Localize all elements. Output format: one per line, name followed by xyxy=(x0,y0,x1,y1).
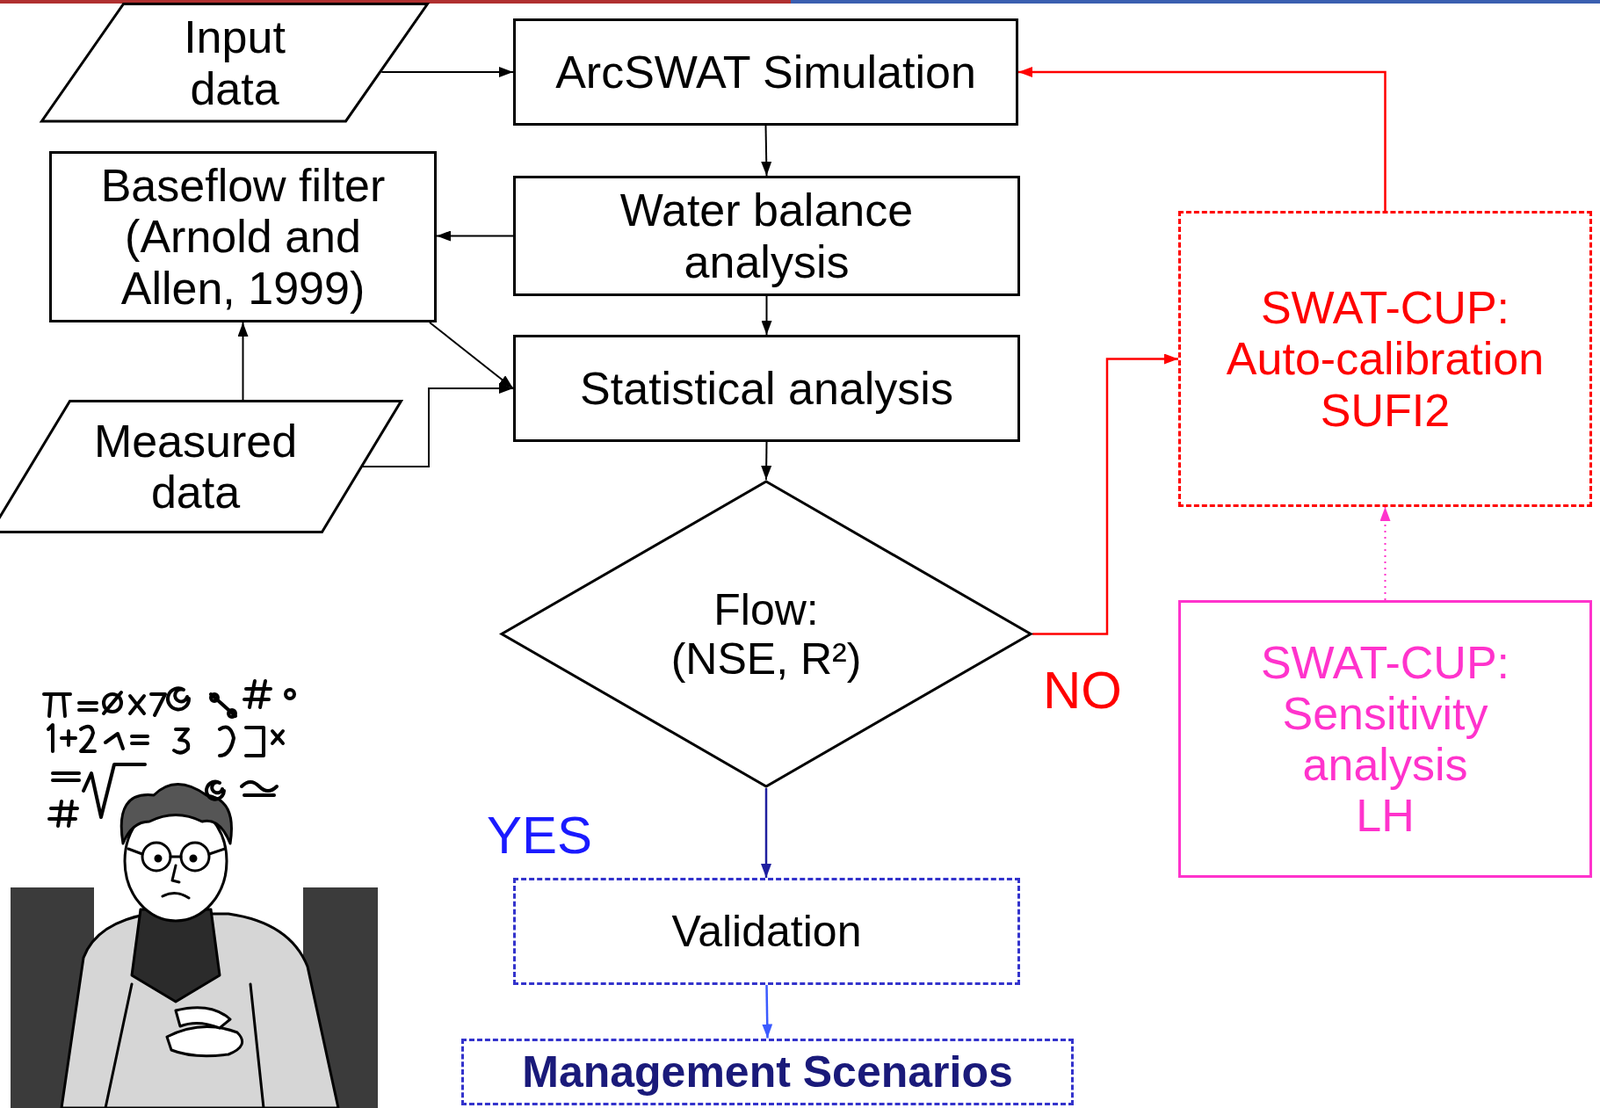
validation-box: Validation xyxy=(513,877,1021,985)
process-box: Baseflow filter (Arnold and Allen, 1999) xyxy=(49,151,437,323)
branch-label: YES xyxy=(485,807,594,864)
sensitivity-box: SWAT-CUP: Sensitivity analysis LH xyxy=(1178,600,1593,878)
flow-arrow xyxy=(766,125,768,176)
input-parallelogram: Input data xyxy=(40,2,429,123)
flow-arrow xyxy=(436,235,514,238)
node-label: Water balance analysis xyxy=(582,184,952,287)
node-label: Baseflow filter (Arnold and Allen, 1999) xyxy=(76,159,411,314)
node-label: Input data xyxy=(146,11,323,114)
flow-arrow xyxy=(429,322,514,389)
shape-outline xyxy=(501,481,1031,787)
node-label: SWAT-CUP: Sensitivity analysis LH xyxy=(1253,637,1518,842)
node-label: Validation xyxy=(672,906,862,956)
top-strip xyxy=(790,0,1600,4)
node-label: ArcSWAT Simulation xyxy=(555,46,977,98)
decision-diamond: Flow: (NSE, R²) xyxy=(499,479,1033,789)
flow-arrow xyxy=(766,296,768,335)
flow-arrow xyxy=(242,322,245,400)
node-label: Measured data xyxy=(81,415,311,518)
flow-arrow xyxy=(765,788,768,878)
flow-arrow xyxy=(1032,359,1179,635)
flow-arrow xyxy=(1018,72,1386,211)
process-box: Water balance analysis xyxy=(513,175,1021,297)
process-box: Statistical analysis xyxy=(513,334,1021,442)
node-label: Flow: (NSE, R²) xyxy=(660,585,872,684)
flow-arrow xyxy=(1384,506,1387,601)
flow-arrow xyxy=(381,71,514,73)
node-label: Statistical analysis xyxy=(579,362,954,414)
shape-outline xyxy=(0,401,401,533)
process-box: ArcSWAT Simulation xyxy=(513,18,1019,126)
flow-arrow xyxy=(767,984,768,1039)
node-label: Management Scenarios xyxy=(521,1047,1014,1097)
scenario-box: Management Scenarios xyxy=(461,1038,1074,1106)
branch-label: NO xyxy=(1041,662,1124,719)
scientist-cartoon xyxy=(10,680,378,1108)
input-parallelogram: Measured data xyxy=(0,399,403,534)
flow-arrow xyxy=(765,441,768,480)
calibration-box: SWAT-CUP: Auto-calibration SUFI2 xyxy=(1178,210,1593,507)
shape-outline xyxy=(42,4,428,122)
node-label: SWAT-CUP: Auto-calibration SUFI2 xyxy=(1218,282,1553,436)
